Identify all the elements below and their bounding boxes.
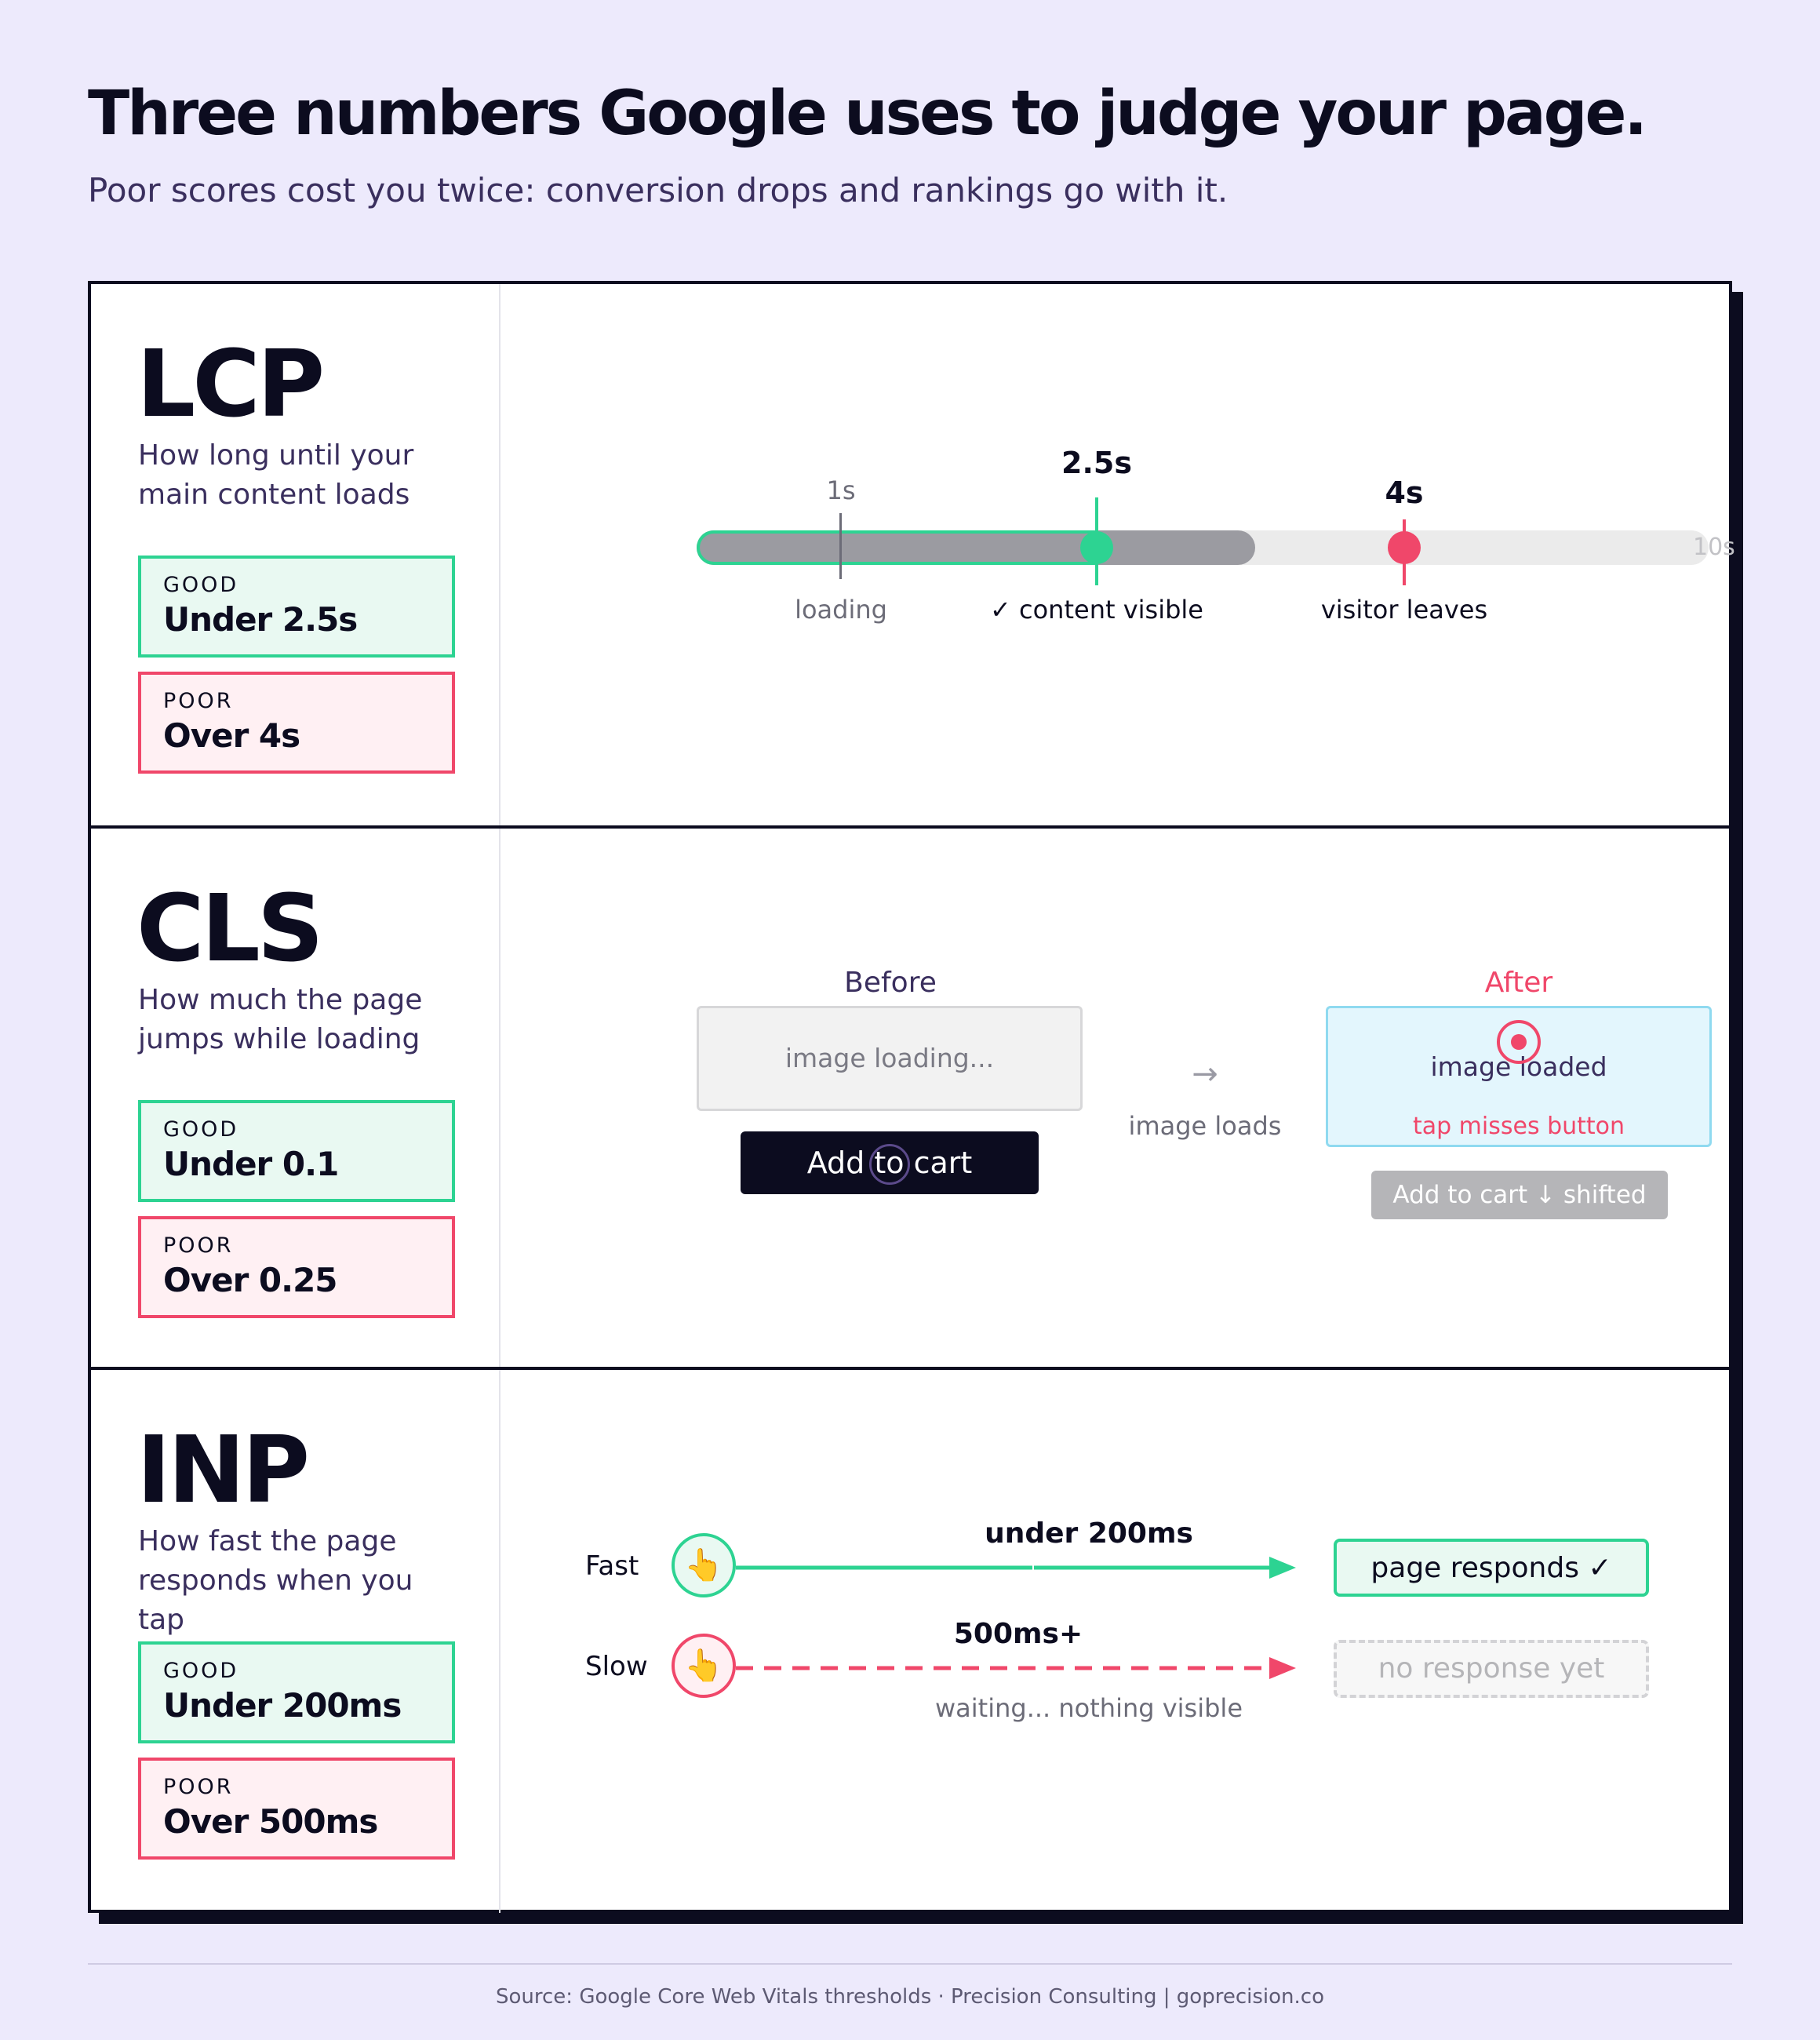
lcp-metric-name: LCP [136, 330, 325, 438]
fast-hand-icon: 👆 [672, 1533, 736, 1597]
cls-info: CLS How much the page jumps while loadin… [91, 829, 500, 1367]
inp-poor-badge: POOR Over 500ms [138, 1758, 455, 1860]
cls-good-badge: GOOD Under 0.1 [138, 1100, 455, 1202]
timeline-track [697, 530, 1709, 565]
cls-metric-name: CLS [136, 874, 324, 982]
inp-desc-line2: responds when you tap [138, 1565, 413, 1636]
marker-4s-dot [1388, 531, 1421, 564]
inp-description: How fast the page responds when you tap [138, 1522, 468, 1640]
page-subtitle: Poor scores cost you twice: conversion d… [88, 171, 1228, 209]
marker-4s-time: 4s [1385, 475, 1424, 510]
cls-illustration: Before image loading... Add to cart → im… [500, 829, 1729, 1367]
cls-row: CLS How much the page jumps while loadin… [91, 825, 1729, 1367]
marker-1s-caption: loading [795, 595, 887, 625]
fast-result-box: page responds ✓ [1334, 1539, 1649, 1597]
slow-time-label: 500ms+ [953, 1618, 1083, 1650]
slow-arrow-svg [736, 1657, 1296, 1679]
before-image-placeholder: image loading... [697, 1006, 1083, 1111]
fast-arrow-head-icon [1269, 1557, 1296, 1579]
cls-poor-value: Over 0.25 [163, 1261, 338, 1299]
inp-good-badge: GOOD Under 200ms [138, 1641, 455, 1743]
lcp-good-label: GOOD [163, 573, 239, 597]
fast-arrow-svg-2 [1034, 1557, 1296, 1579]
cls-desc-line2: jumps while loading [138, 1023, 420, 1055]
cls-desc-line1: How much the page [138, 984, 423, 1016]
inp-poor-value: Over 500ms [163, 1802, 378, 1841]
lcp-good-badge: GOOD Under 2.5s [138, 556, 455, 658]
inp-illustration: Fast 👆 under 200ms page responds ✓ Slow … [500, 1370, 1729, 1913]
lcp-poor-label: POOR [163, 689, 234, 713]
lcp-poor-value: Over 4s [163, 716, 300, 755]
cls-description: How much the page jumps while loading [138, 981, 468, 1059]
page-title: Three numbers Google uses to judge your … [88, 78, 1647, 149]
inp-good-label: GOOD [163, 1659, 239, 1683]
vitals-panel: LCP How long until your main content loa… [88, 281, 1735, 1913]
marker-1s-tick [839, 513, 842, 579]
fast-arrow-svg [736, 1565, 1032, 1570]
after-tap-target-icon [1497, 1020, 1541, 1064]
slow-hand-icon: 👆 [672, 1634, 736, 1698]
inp-row: INP How fast the page responds when you … [91, 1367, 1729, 1913]
footer-source: Source: Google Core Web Vitals threshold… [496, 1985, 1324, 2009]
marker-2-5s-caption: ✓ content visible [990, 595, 1203, 625]
lcp-timeline: 10s 1s loading 2.5s ✓ content visible 4s… [500, 284, 1735, 825]
cls-poor-badge: POOR Over 0.25 [138, 1216, 455, 1318]
cls-good-label: GOOD [163, 1117, 239, 1142]
cls-good-value: Under 0.1 [163, 1145, 339, 1183]
slow-note: waiting... nothing visible [934, 1693, 1243, 1723]
lcp-row: LCP How long until your main content loa… [91, 284, 1735, 825]
lcp-info: LCP How long until your main content loa… [91, 284, 500, 825]
slow-arrow-head-icon [1269, 1657, 1296, 1679]
lcp-poor-badge: POOR Over 4s [138, 672, 455, 774]
inp-poor-label: POOR [163, 1775, 234, 1799]
lcp-desc-line1: How long until your [138, 439, 414, 472]
timeline-max-label: 10s [1693, 534, 1735, 561]
after-miss-note: tap misses button [1412, 1113, 1625, 1140]
after-label: After [1484, 967, 1553, 999]
cls-poor-label: POOR [163, 1233, 234, 1258]
slow-label: Slow [585, 1651, 648, 1682]
after-tap-dot-icon [1511, 1034, 1527, 1050]
lcp-good-value: Under 2.5s [163, 600, 358, 639]
timeline-good-fill [697, 530, 1097, 565]
footer-divider [88, 1963, 1732, 1965]
transition-label: image loads [1128, 1111, 1282, 1141]
marker-2-5s-time: 2.5s [1061, 446, 1132, 480]
marker-4s-caption: visitor leaves [1320, 595, 1488, 625]
before-tap-target-icon [869, 1144, 910, 1185]
fast-label: Fast [585, 1550, 639, 1582]
marker-2-5s-dot [1080, 531, 1113, 564]
transition-arrow-icon: → [1192, 1056, 1218, 1092]
inp-info: INP How fast the page responds when you … [91, 1370, 500, 1913]
before-label: Before [844, 967, 937, 999]
marker-1s-time: 1s [826, 475, 856, 505]
lcp-description: How long until your main content loads [138, 436, 468, 515]
fast-time-label: under 200ms [985, 1517, 1193, 1550]
inp-good-value: Under 200ms [163, 1686, 402, 1725]
slow-result-box: no response yet [1334, 1640, 1649, 1698]
after-image-box [1326, 1006, 1712, 1147]
inp-desc-line1: How fast the page [138, 1525, 397, 1557]
inp-metric-name: INP [136, 1415, 310, 1524]
after-add-to-cart-button[interactable]: Add to cart ↓ shifted [1371, 1171, 1668, 1219]
lcp-desc-line2: main content loads [138, 479, 410, 511]
